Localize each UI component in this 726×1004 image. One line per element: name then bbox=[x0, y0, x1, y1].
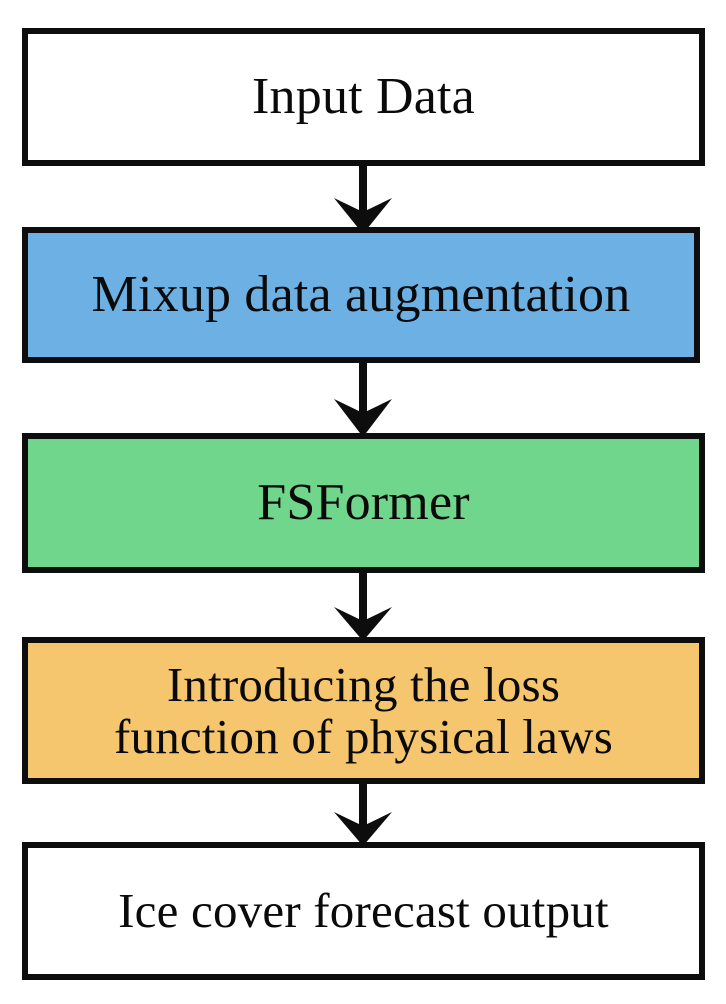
flow-node-input-data[interactable]: Input Data bbox=[22, 28, 705, 166]
flow-arrow-mixup-to-fsformer bbox=[0, 357, 726, 439]
arrow-down-icon bbox=[334, 778, 392, 846]
flow-node-physical-loss[interactable]: Introducing the loss function of physica… bbox=[22, 637, 705, 784]
flow-arrow-physloss-to-output bbox=[0, 778, 726, 848]
flow-node-fsformer-label: FSFormer bbox=[257, 474, 470, 532]
flow-node-fsformer[interactable]: FSFormer bbox=[22, 433, 705, 573]
flow-node-mixup-augmentation-label: Mixup data augmentation bbox=[91, 266, 631, 324]
flow-node-ice-cover-output-label: Ice cover forecast output bbox=[118, 883, 609, 939]
arrow-down-icon bbox=[334, 160, 392, 234]
flow-arrow-input-to-mixup bbox=[0, 160, 726, 234]
flow-arrow-fsformer-to-physloss bbox=[0, 567, 726, 643]
flow-node-input-data-label: Input Data bbox=[252, 68, 475, 126]
flow-node-mixup-augmentation[interactable]: Mixup data augmentation bbox=[22, 227, 700, 363]
arrow-down-icon bbox=[334, 567, 392, 641]
flow-node-physical-loss-label: Introducing the loss function of physica… bbox=[114, 656, 613, 764]
flow-node-ice-cover-output[interactable]: Ice cover forecast output bbox=[22, 842, 705, 980]
arrow-down-icon bbox=[334, 357, 392, 437]
